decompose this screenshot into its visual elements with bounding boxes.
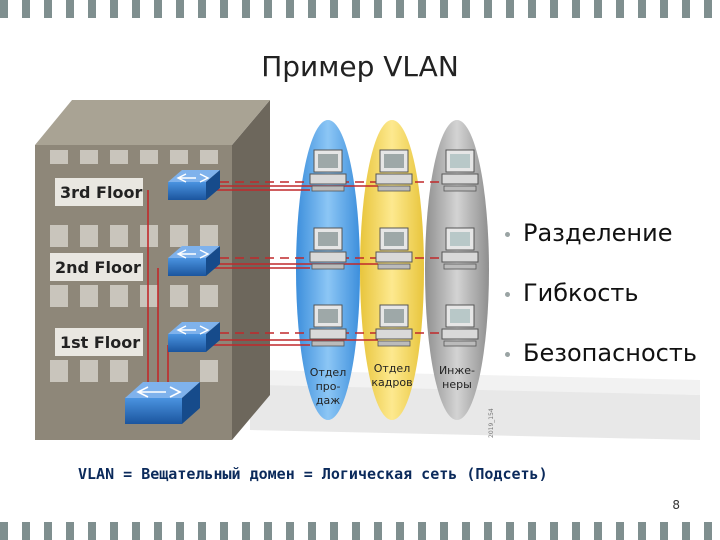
- dept-eng-line2: неры: [442, 378, 472, 391]
- page-number: 8: [672, 498, 680, 512]
- floor-label-3: 3rd Floor: [60, 183, 142, 202]
- dept-hr-line2: кадров: [371, 376, 412, 389]
- computer-icon: [441, 149, 479, 192]
- bullet-item: Разделение: [505, 218, 697, 278]
- computer-icon: [375, 227, 413, 270]
- bullet-dot-icon: [505, 352, 510, 357]
- slide-footer: VLAN = Вещательный домен = Логическая се…: [78, 465, 548, 483]
- computer-icon: [375, 149, 413, 192]
- bullet-item: Гибкость: [505, 278, 697, 338]
- slide-title: Пример VLAN: [261, 50, 459, 83]
- computer-icon: [441, 227, 479, 270]
- bullet-item: Безопасность: [505, 338, 697, 398]
- computer-icon: [309, 304, 347, 347]
- dept-sales-line1: Отдел: [310, 366, 346, 379]
- bullet-dot-icon: [505, 232, 510, 237]
- switch-floor-2: [168, 246, 220, 276]
- decorative-top-strip: [0, 0, 720, 18]
- floor-label-2: 2nd Floor: [55, 258, 141, 277]
- core-switch: [125, 382, 200, 424]
- bullet-text: Гибкость: [523, 279, 639, 307]
- dept-sales-line3: даж: [316, 394, 340, 407]
- bullet-text: Разделение: [523, 219, 673, 247]
- figure-code: 2019_154: [488, 408, 495, 438]
- computer-icon: [375, 304, 413, 347]
- computer-icon: [309, 149, 347, 192]
- bullet-list: Разделение Гибкость Безопасность: [505, 218, 697, 398]
- dept-eng-line1: Инже-: [439, 364, 475, 377]
- bullet-text: Безопасность: [523, 339, 697, 367]
- bullet-dot-icon: [505, 292, 510, 297]
- computer-icon: [441, 304, 479, 347]
- switch-floor-3: [168, 170, 220, 200]
- dept-hr-line1: Отдел: [374, 362, 410, 375]
- switch-floor-1: [168, 322, 220, 352]
- floor-label-1: 1st Floor: [60, 333, 140, 352]
- dept-sales-line2: про-: [316, 380, 341, 393]
- workstations: [309, 149, 479, 347]
- decorative-bottom-strip: [0, 522, 720, 540]
- computer-icon: [309, 227, 347, 270]
